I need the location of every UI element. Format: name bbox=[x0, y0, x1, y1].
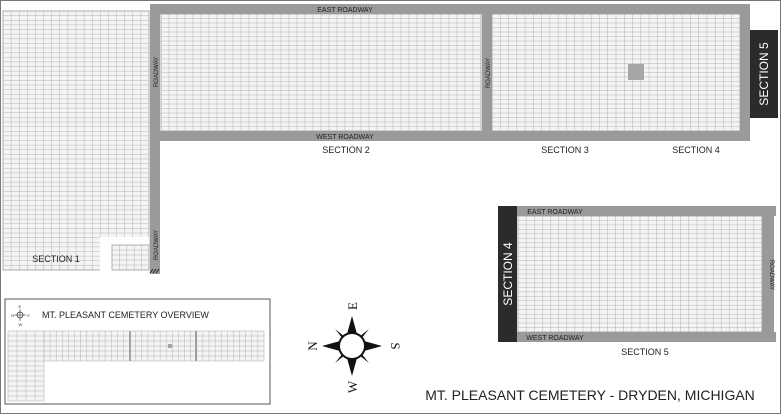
east-roadway-top-road bbox=[150, 4, 750, 14]
section-4-band-label: SECTION 4 bbox=[501, 242, 515, 306]
east-roadway-bottom-label: EAST ROADWAY bbox=[527, 209, 583, 216]
roadway-right-label: ROADWAY bbox=[768, 260, 774, 290]
plot-grid bbox=[112, 245, 149, 270]
west-roadway-bottom-road bbox=[512, 332, 776, 342]
east-roadway-top-label: EAST ROADWAY bbox=[317, 7, 373, 14]
roadways bbox=[150, 4, 776, 342]
plot-grid bbox=[44, 331, 264, 361]
roadway-left-label: ROADWAY bbox=[154, 57, 160, 87]
roadway-right-bottom-road bbox=[762, 206, 774, 342]
west-roadway-top-road bbox=[150, 131, 750, 141]
roadway-mid-label: ROADWAY bbox=[486, 58, 492, 88]
plot-grid bbox=[8, 331, 44, 401]
plot-areas bbox=[2, 10, 763, 333]
section-4-label: SECTION 4 bbox=[672, 145, 720, 155]
section-5-band-label: SECTION 5 bbox=[757, 42, 771, 106]
section-5-band bbox=[750, 30, 778, 118]
east-roadway-bottom-road bbox=[512, 206, 776, 216]
roadway-section-1-label: ROADWAY bbox=[154, 230, 160, 260]
section-1-annex bbox=[111, 244, 150, 271]
overview-compass-n: N bbox=[11, 313, 14, 318]
plot-grid bbox=[161, 14, 481, 131]
overview-compass-icon: N S E W bbox=[11, 304, 30, 327]
roadway-right-top-road bbox=[740, 10, 750, 135]
section-2-label: SECTION 2 bbox=[322, 145, 370, 155]
plot-grid bbox=[518, 216, 762, 332]
overview-compass-s: S bbox=[27, 313, 30, 318]
plot-grid bbox=[492, 14, 740, 131]
overview-inset: N S E W MT. PLEASANT CEMETERY OVERVIEW bbox=[4, 298, 271, 405]
west-roadway-bottom-label: WEST ROADWAY bbox=[526, 335, 584, 342]
section-1-label: SECTION 1 bbox=[32, 254, 80, 264]
map-title: MT. PLEASANT CEMETERY - DRYDEN, MICHIGAN bbox=[425, 387, 755, 403]
section-1-hatch bbox=[149, 268, 160, 274]
compass-s-label: S bbox=[388, 342, 403, 349]
section-5-caption: SECTION 5 bbox=[621, 347, 669, 357]
compass-w-label: W bbox=[345, 380, 360, 393]
compass-n-label: N bbox=[305, 341, 320, 351]
highlighted-plot[interactable] bbox=[628, 64, 644, 80]
section-4-band bbox=[498, 206, 517, 342]
compass-e-label: E bbox=[345, 302, 360, 310]
west-roadway-top-label: WEST ROADWAY bbox=[316, 134, 374, 141]
compass-rose-icon: N S E W bbox=[305, 302, 403, 393]
roadway-mid-road bbox=[482, 10, 492, 135]
overview-compass-e: E bbox=[19, 304, 22, 309]
overview-title: MT. PLEASANT CEMETERY OVERVIEW bbox=[42, 310, 209, 320]
section-3-label: SECTION 3 bbox=[541, 145, 589, 155]
overview-compass-w: W bbox=[19, 322, 23, 327]
